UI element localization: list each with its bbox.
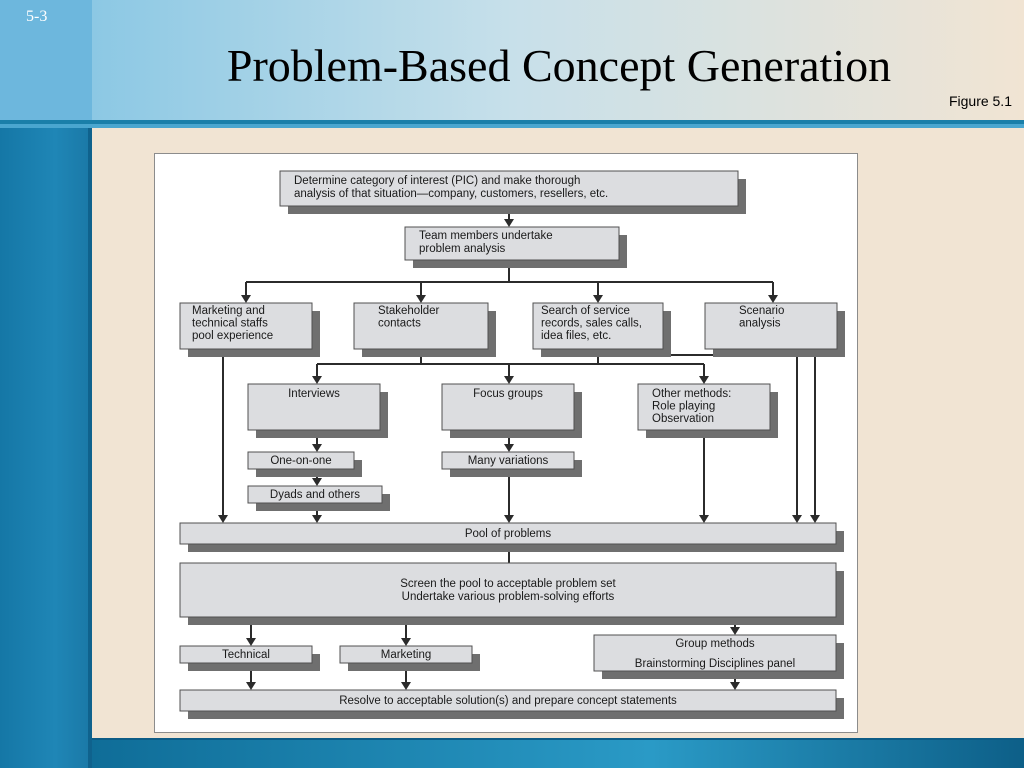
flowchart-figure: Determine category of interest (PIC) and… <box>154 153 858 733</box>
arrow-head <box>312 376 322 384</box>
box-text-line: analysis of that situation—company, cust… <box>294 188 608 200</box>
flow-box-technical: Technical <box>179 645 320 671</box>
arrow-head <box>401 638 411 646</box>
box-frame <box>247 485 383 504</box>
flow-box-screen: Screen the pool to acceptable problem se… <box>179 562 844 625</box>
slide-title: Problem-Based Concept Generation <box>226 40 892 91</box>
flow-box-marketing: Marketing <box>339 645 480 671</box>
box-text-line: Pool of problems <box>465 528 552 540</box>
arrow-head <box>810 515 820 523</box>
flow-box-pool: Pool of problems <box>179 522 844 552</box>
flow-box-dyads: Dyads and others <box>247 485 390 511</box>
box-text-line: Other methods: <box>652 388 731 400</box>
arrow-head <box>504 515 514 523</box>
box-frame <box>704 302 838 350</box>
arrow-head <box>593 295 603 303</box>
box-text-line: Observation <box>652 413 714 425</box>
box-frame <box>179 645 313 664</box>
arrow-head <box>504 376 514 384</box>
flow-box-determine: Determine category of interest (PIC) and… <box>279 170 746 214</box>
flow-box-resolve: Resolve to acceptable solution(s) and pr… <box>179 689 844 719</box>
box-text-line: Dyads and others <box>270 489 360 501</box>
box-text-line: Stakeholder <box>378 305 440 317</box>
arrow-head <box>218 515 228 523</box>
box-text-line: problem analysis <box>419 243 506 255</box>
box-text-line: Scenario <box>739 305 784 317</box>
box-frame <box>441 451 575 470</box>
box-frame <box>179 689 837 712</box>
arrow-head <box>504 219 514 227</box>
figure-caption: Figure 5.1 <box>948 93 1012 109</box>
box-text-line: Determine category of interest (PIC) and… <box>294 175 580 187</box>
arrow-head <box>401 682 411 690</box>
box-text-line: One-on-one <box>270 455 331 467</box>
flow-box-interviews: Interviews <box>247 383 388 438</box>
arrow-head <box>792 515 802 523</box>
box-frame <box>279 170 739 207</box>
arrow-head <box>312 515 322 523</box>
box-text-line: Resolve to acceptable solution(s) and pr… <box>339 695 677 707</box>
arrow-head <box>504 444 514 452</box>
box-text-line: Interviews <box>288 388 340 400</box>
arrow-head <box>730 682 740 690</box>
box-text-line: Role playing <box>652 401 715 413</box>
box-frame <box>247 451 355 470</box>
nodes: Determine category of interest (PIC) and… <box>179 170 845 719</box>
box-text-line: Search of service <box>541 305 630 317</box>
box-frame <box>441 383 575 431</box>
box-text-line: Marketing and <box>192 305 265 317</box>
box-frame <box>247 383 381 431</box>
arrow-head <box>699 515 709 523</box>
box-text-line: technical staffs <box>192 318 268 330</box>
box-text-line: Group methods <box>675 638 755 650</box>
box-frame <box>532 302 664 350</box>
box-text-line: Brainstorming Disciplines panel <box>635 658 795 670</box>
box-frame <box>179 302 313 350</box>
arrow-head <box>312 444 322 452</box>
arrow-head <box>246 682 256 690</box>
box-text-line: contacts <box>378 318 421 330</box>
box-text-line: Marketing <box>381 649 432 661</box>
flowchart-diagram: Determine category of interest (PIC) and… <box>179 170 845 719</box>
flow-box-many-variations: Many variations <box>441 451 582 477</box>
arrow-head <box>241 295 251 303</box>
box-text-line: Many variations <box>468 455 549 467</box>
arrow-head <box>699 376 709 384</box>
box-text-line: Focus groups <box>473 388 543 400</box>
arrow-head <box>768 295 778 303</box>
box-frame <box>179 562 837 618</box>
arrow-head <box>312 478 322 486</box>
flow-box-one-on-one: One-on-one <box>247 451 362 477</box>
box-text-line: records, sales calls, <box>541 318 642 330</box>
arrow-head <box>730 627 740 635</box>
box-text-line: pool experience <box>192 330 273 342</box>
box-frame <box>353 302 489 350</box>
box-frame <box>339 645 473 664</box>
arrow-head <box>246 638 256 646</box>
flow-box-focus-groups: Focus groups <box>441 383 582 438</box>
slide-number: 5-3 <box>26 8 48 25</box>
box-text-line: Screen the pool to acceptable problem se… <box>400 578 616 590</box>
box-frame <box>637 383 771 431</box>
box-text-line: Technical <box>222 649 270 661</box>
box-frame <box>404 226 620 261</box>
box-frame <box>593 634 837 672</box>
box-text-line: Team members undertake <box>419 230 553 242</box>
box-text-line: analysis <box>739 318 781 330</box>
arrow-head <box>416 295 426 303</box>
box-text-line: Undertake various problem-solving effort… <box>402 591 615 603</box>
box-text-line: idea files, etc. <box>541 330 611 342</box>
box-frame <box>179 522 837 545</box>
